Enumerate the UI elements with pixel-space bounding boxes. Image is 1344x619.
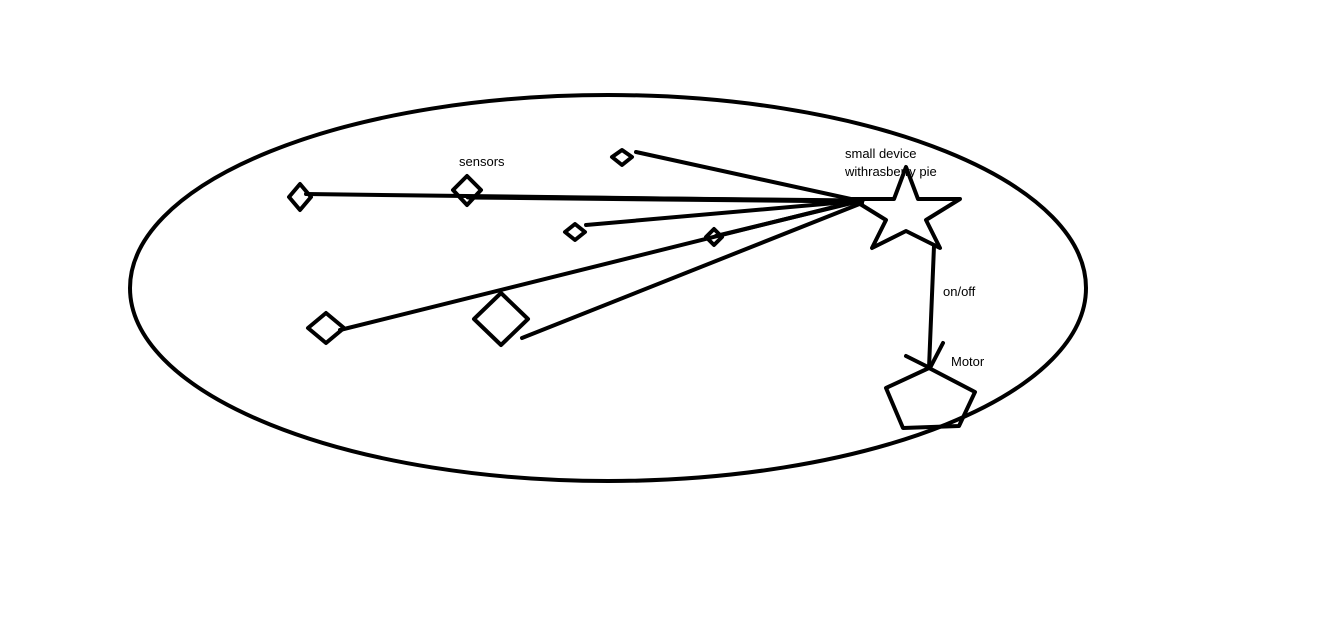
motor-pentagon-icon [884,366,977,430]
sensor-diamond [610,148,634,167]
on-off-connection-line [927,244,936,370]
motor-arrow-tick [904,354,932,370]
sensor-diamond [563,222,587,242]
device-star-icon [850,165,962,250]
device-label-line2: withrasberry pie [844,164,937,179]
connection-line [520,201,864,340]
sensor-diamond [451,174,483,207]
sensor-diamond [472,291,530,347]
motor-arrow-tick [928,341,945,370]
connection-line [634,150,862,203]
sensor-connections [304,150,865,340]
sensors-group [287,148,724,347]
sensor-diamond [306,311,346,345]
sensor-diamond [704,227,724,247]
sensor-diamond [287,182,313,212]
connection-line [465,194,865,204]
motor-label: Motor [951,354,985,369]
sensors-label: sensors [459,154,505,169]
system-boundary-ellipse [128,93,1088,483]
on-off-label: on/off [943,284,976,299]
device-label-line1: small device [845,146,917,161]
connection-line [338,199,860,332]
connection-line [584,199,860,227]
